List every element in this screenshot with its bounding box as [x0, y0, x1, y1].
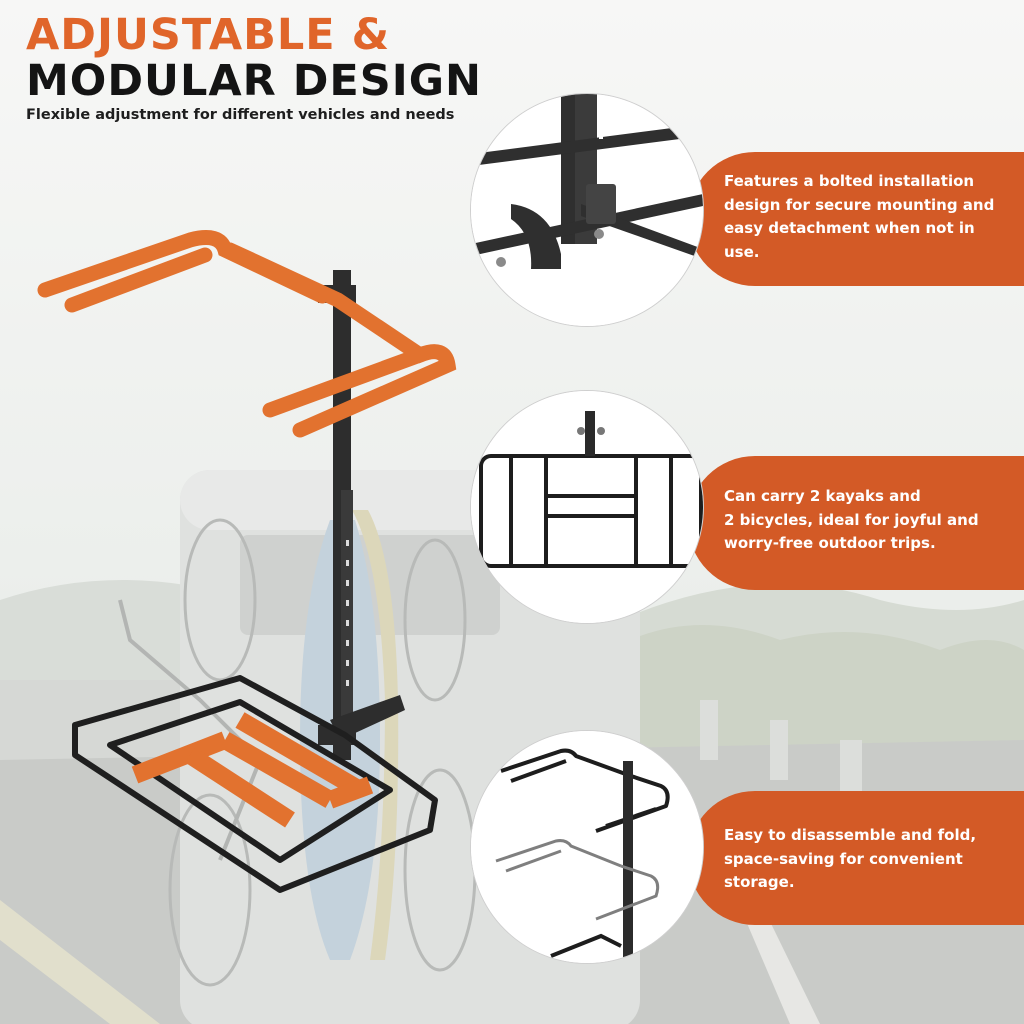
feature-3-closeup-image	[470, 730, 704, 964]
feature-3-text: Easy to disassemble and fold, space-savi…	[724, 824, 976, 895]
feature-2-line: 2 bicycles, ideal for joyful and	[724, 510, 979, 529]
feature-1-line: Features a bolted installation	[724, 172, 975, 190]
feature-3-callout: Easy to disassemble and fold, space-savi…	[688, 791, 1024, 925]
feature-3-line: storage.	[724, 873, 795, 891]
feature-3-line: Easy to disassemble and fold,	[724, 826, 977, 844]
feature-1-line: use.	[724, 242, 760, 261]
feature-2-line: Can carry 2 kayaks and	[724, 487, 921, 505]
feature-2-line: worry-free outdoor trips.	[724, 534, 936, 552]
feature-1-callout: Features a bolted installation design fo…	[688, 152, 1024, 286]
feature-3-line: space-saving for convenient	[724, 849, 963, 868]
subtitle: Flexible adjustment for different vehicl…	[26, 107, 455, 123]
feature-2-closeup-image	[470, 390, 704, 624]
title-line-2: MODULAR DESIGN	[26, 56, 483, 106]
feature-1-closeup-image	[470, 93, 704, 327]
feature-1-line: design for secure mounting and	[724, 195, 995, 214]
feature-2-text: Can carry 2 kayaks and 2 bicycles, ideal…	[724, 485, 979, 556]
title-line-1: ADJUSTABLE &	[26, 10, 391, 60]
feature-1-text: Features a bolted installation design fo…	[724, 170, 994, 264]
feature-2-callout: Can carry 2 kayaks and 2 bicycles, ideal…	[688, 456, 1024, 590]
feature-1-line: easy detachment when not in	[724, 219, 975, 237]
